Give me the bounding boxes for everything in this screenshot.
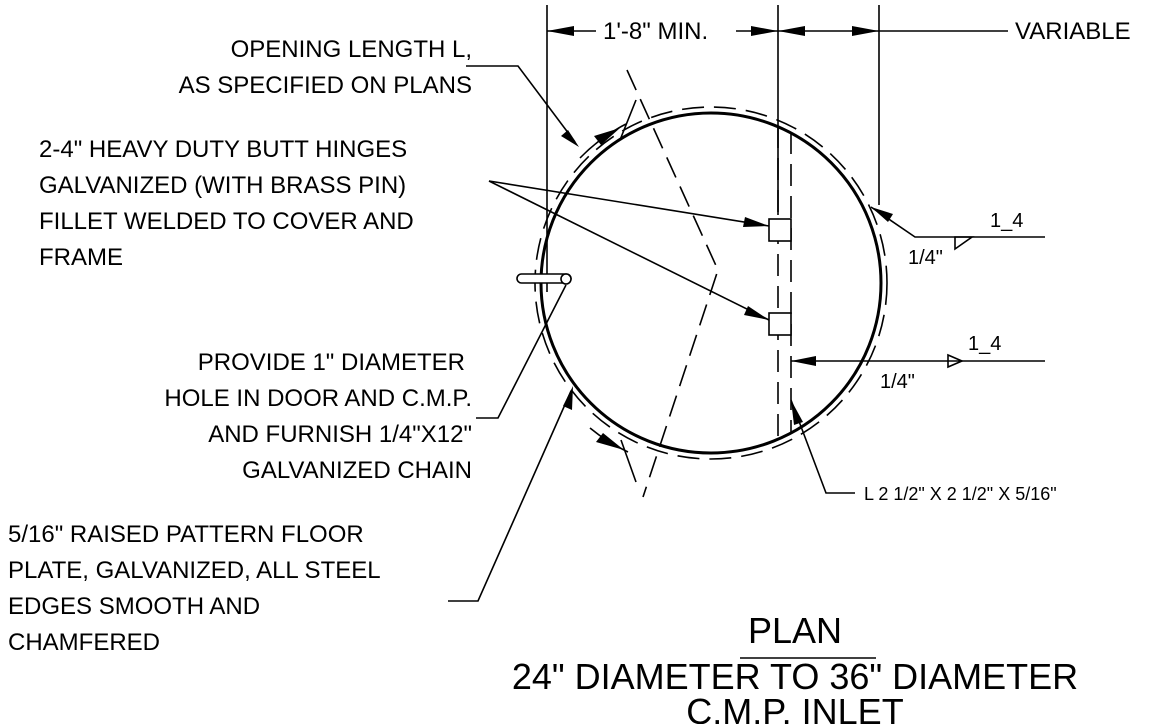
- callout-opening: OPENING LENGTH L, AS SPECIFIED ON PLANS: [179, 36, 579, 147]
- leader-line: [790, 399, 855, 494]
- callout-hole: PROVIDE 1" DIAMETER HOLE IN DOOR AND C.M…: [164, 284, 567, 484]
- callout-hinges-line-1: 2-4" HEAVY DUTY BUTT HINGES: [39, 136, 407, 163]
- dimension-variable-label: VARIABLE: [1015, 18, 1131, 45]
- door-outline-dashed: [534, 106, 888, 460]
- fillet-weld-icon: [954, 236, 975, 251]
- chain-hole: [560, 273, 572, 285]
- callout-plate: 5/16" RAISED PATTERN FLOOR PLATE, GALVAN…: [8, 386, 573, 656]
- fillet-weld-icon: [947, 353, 965, 369]
- callout-hole-line-3: AND FURNISH 1/4"X12": [208, 421, 472, 448]
- callout-opening-line-2: AS SPECIFIED ON PLANS: [179, 72, 472, 99]
- weld-symbol-upper: 1_4 1/4": [870, 206, 1045, 269]
- arrowhead: [778, 26, 805, 36]
- arrowhead: [751, 26, 778, 36]
- arrowhead: [791, 400, 803, 425]
- title-plan: PLAN: [748, 610, 842, 651]
- arrowhead: [547, 26, 574, 36]
- callout-hinges-line-2: GALVANIZED (WITH BRASS PIN): [39, 172, 406, 199]
- arrowhead: [596, 433, 624, 450]
- callout-opening-line-1: OPENING LENGTH L,: [231, 36, 472, 63]
- arrowhead: [852, 26, 879, 36]
- arrowhead: [871, 207, 893, 222]
- weld-symbol-lower: 1_4 1/4": [791, 333, 1045, 393]
- weld-size-lower: 1/4": [880, 371, 915, 393]
- leader-line: [466, 65, 576, 143]
- opening-tick-upper: [619, 99, 637, 141]
- callout-plate-line-2: PLATE, GALVANIZED, ALL STEEL: [8, 557, 381, 584]
- arrowhead: [791, 356, 816, 366]
- angle-size-label: L 2 1/2" X 2 1/2" X 5/16": [864, 484, 1057, 504]
- arrowhead: [744, 306, 769, 320]
- weld-tag-lower: 1_4: [968, 333, 1001, 355]
- title-diameter-range: 24" DIAMETER TO 36" DIAMETER: [512, 656, 1078, 697]
- leader-line: [448, 390, 572, 602]
- dimension-group: 1'-8" MIN. VARIABLE: [546, 5, 1131, 292]
- title-inlet: C.M.P. INLET: [686, 691, 903, 724]
- callout-hole-line-2: HOLE IN DOOR AND C.M.P.: [164, 385, 472, 412]
- callout-hole-line-4: GALVANIZED CHAIN: [242, 457, 472, 484]
- door-swing-chevron: [626, 69, 719, 498]
- callout-plate-line-1: 5/16" RAISED PATTERN FLOOR: [8, 521, 364, 548]
- hinge-lower: [768, 312, 792, 336]
- callout-hinges-line-4: FRAME: [39, 244, 123, 271]
- callout-hinges: 2-4" HEAVY DUTY BUTT HINGES GALVANIZED (…: [39, 136, 770, 321]
- hinge-upper: [768, 218, 792, 242]
- opening-tick-lower: [620, 439, 637, 483]
- leader-line: [488, 180, 770, 321]
- arrowhead: [743, 217, 769, 227]
- leader-line: [476, 284, 567, 419]
- callout-hinges-line-3: FILLET WELDED TO COVER AND: [39, 208, 414, 235]
- leader-line: [488, 180, 770, 227]
- weld-tag-upper: 1_4: [990, 210, 1023, 232]
- callout-angle: L 2 1/2" X 2 1/2" X 5/16": [790, 399, 1057, 504]
- callout-plate-line-3: EDGES SMOOTH AND: [8, 593, 260, 620]
- arrowhead: [563, 386, 573, 410]
- dimension-min-label: 1'-8" MIN.: [603, 18, 708, 45]
- arrowhead: [594, 128, 620, 145]
- pipe-plan-geometry: [516, 69, 888, 498]
- weld-size-upper: 1/4": [908, 247, 943, 269]
- pipe-outline: [539, 111, 883, 455]
- title-block: PLAN 24" DIAMETER TO 36" DIAMETER C.M.P.…: [512, 610, 1078, 724]
- callout-hole-line-1: PROVIDE 1" DIAMETER: [198, 349, 465, 376]
- callout-plate-line-4: CHAMFERED: [8, 629, 160, 656]
- arrowhead: [561, 130, 579, 147]
